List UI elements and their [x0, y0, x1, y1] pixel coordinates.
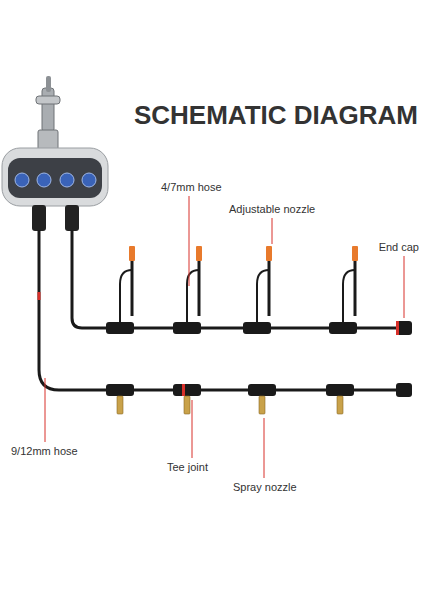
part-label: End cap — [378, 241, 420, 253]
diagram-title: SCHEMATIC DIAGRAM — [134, 100, 418, 131]
spray-nozzles — [117, 396, 343, 414]
part-label: Spray nozzle — [232, 481, 298, 493]
part-label: Adjustable nozzle — [228, 203, 316, 215]
adjustable-nozzles — [129, 246, 358, 261]
part-label: 4/7mm hose — [160, 181, 223, 193]
upper-hose-line — [72, 230, 400, 328]
lower-hose-line — [39, 230, 400, 390]
upper-tee-joints — [106, 321, 412, 335]
lower-tee-joints — [106, 383, 412, 397]
faucet — [36, 76, 60, 150]
part-label: 9/12mm hose — [10, 445, 79, 457]
part-label: Tee joint — [166, 461, 209, 473]
leader-lines — [45, 196, 404, 478]
water-timer — [2, 148, 108, 231]
